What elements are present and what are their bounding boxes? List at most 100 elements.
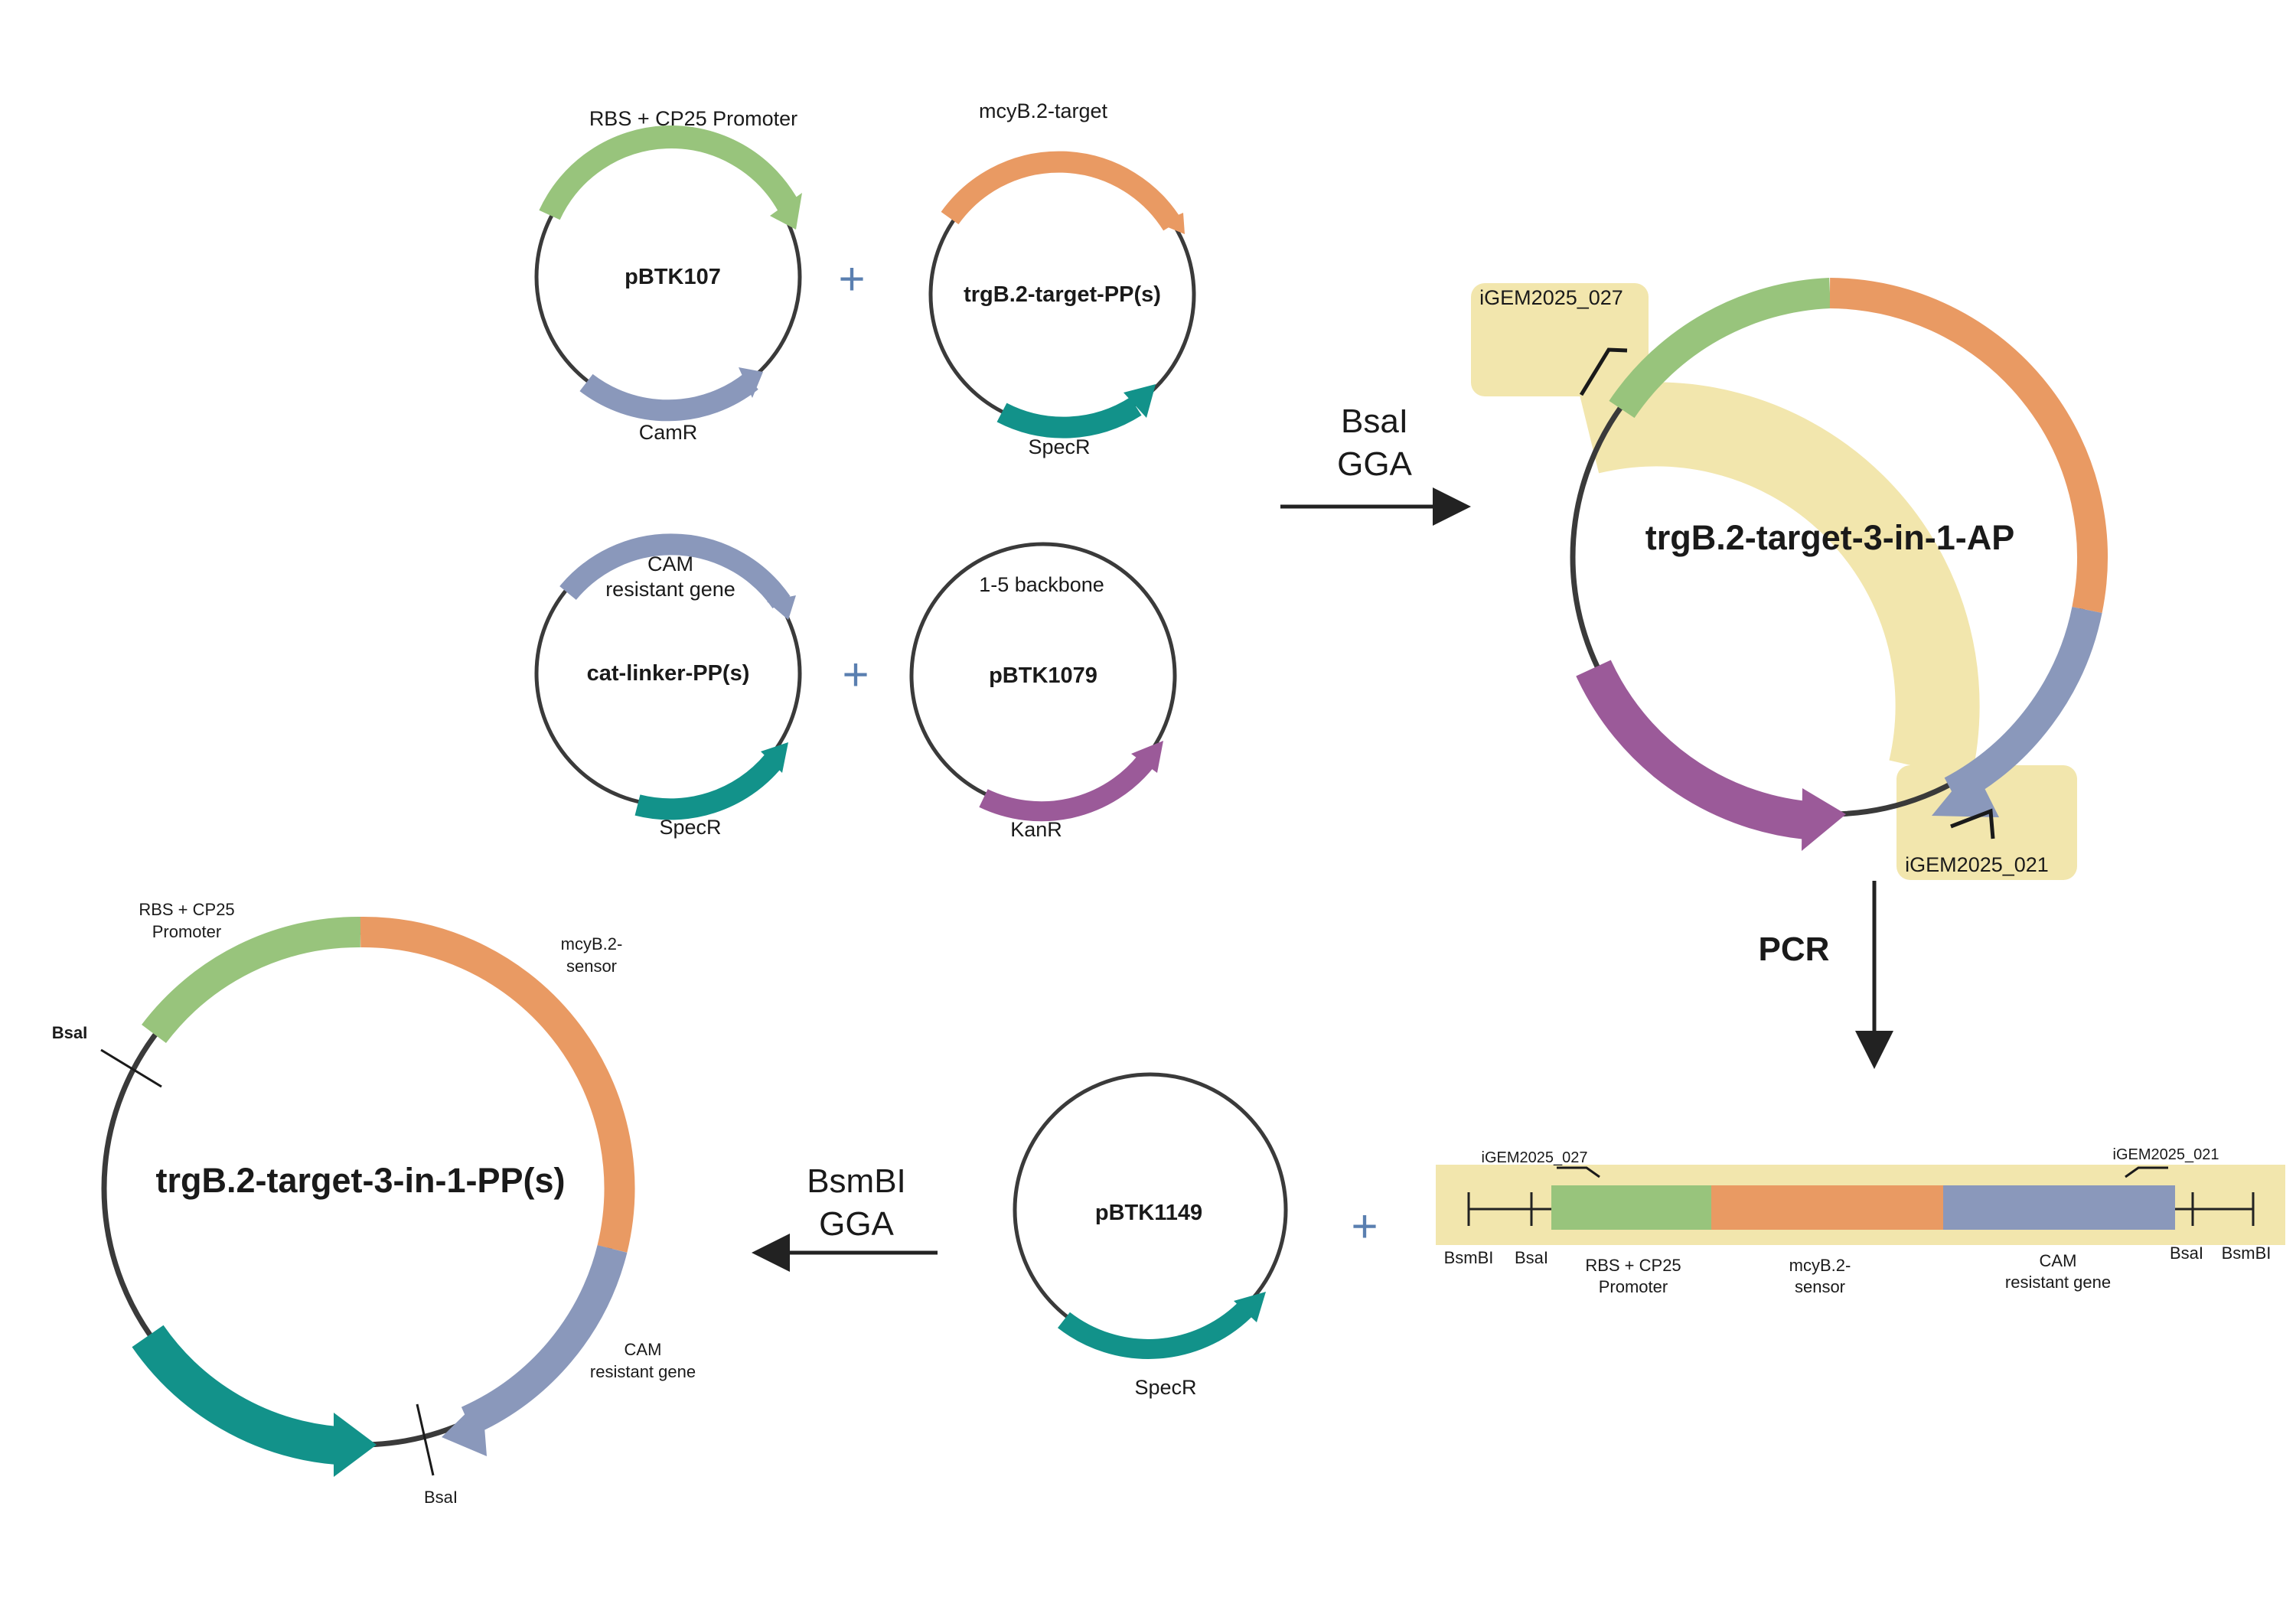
mcyb-sensor-block — [1711, 1185, 1943, 1230]
plasmid-cat-linker-pp: cat-linker-PP(s) CAM resistant gene Spec… — [534, 533, 802, 839]
arrowhead — [767, 595, 796, 620]
part-label: mcyB.2- — [1789, 1256, 1851, 1275]
plasmid-name: trgB.2-target-3-in-1-PP(s) — [155, 1161, 565, 1200]
plasmid-pbtk107: pBTK107 RBS + CP25 Promoter CamR — [534, 107, 802, 444]
plasmid-name: pBTK1079 — [989, 663, 1097, 688]
site-label: BsaI — [1515, 1248, 1548, 1267]
plasmid-name: pBTK107 — [625, 265, 721, 289]
step-method-label: GGA — [1337, 445, 1412, 483]
step-method-label: GGA — [819, 1205, 894, 1243]
plasmid-trgb-target-pp: trgB.2-target-PP(s) mcyB.2-target SpecR — [928, 99, 1196, 458]
arrowhead — [442, 1397, 487, 1456]
part-label: CAM — [625, 1340, 662, 1359]
part-label: RBS + CP25 — [139, 900, 234, 919]
bsai-site-top — [100, 1048, 162, 1088]
mcyb-sensor-segment — [360, 916, 635, 1253]
arrowhead — [1802, 788, 1846, 851]
plasmid-pbtk1149: pBTK1149 SpecR — [1013, 1072, 1288, 1399]
step-enzyme-label: BsmBI — [807, 1162, 906, 1200]
arrowhead — [770, 193, 802, 230]
step-bsmbi-gga: BsmBI GGA — [752, 1162, 938, 1272]
primer-fwd-label: iGEM2025_027 — [1479, 286, 1623, 309]
specr-arrow — [132, 1325, 339, 1465]
rbs-cp25-promoter-block — [1551, 1185, 1711, 1230]
part-label: resistant gene — [590, 1362, 696, 1381]
arrowhead — [1234, 1292, 1266, 1322]
primer-fwd-label: iGEM2025_027 — [1482, 1149, 1588, 1166]
part-label: mcyB.2-target — [979, 99, 1108, 122]
part-label: Promoter — [1599, 1277, 1668, 1296]
part-label: 1-5 backbone — [979, 573, 1104, 596]
linear-pcr-product: iGEM2025_027 iGEM2025_021 BsmBI BsaI Bsa… — [1436, 1146, 2285, 1296]
primer-fwd-label-box — [1471, 283, 1649, 396]
resistance-label: SpecR — [1134, 1376, 1196, 1399]
arrowhead — [739, 367, 763, 398]
part-label: RBS + CP25 Promoter — [589, 107, 797, 130]
plasmid-name: trgB.2-target-3-in-1-AP — [1645, 518, 2015, 557]
site-label: BsmBI — [1444, 1248, 1494, 1267]
primer-rev-label-box — [1896, 765, 2077, 880]
plasmid-name: pBTK1149 — [1095, 1201, 1202, 1225]
primer-fwd-arrow — [1557, 1166, 1600, 1178]
specr-arrow — [1058, 1299, 1256, 1359]
mcyb-target-arrow — [941, 151, 1182, 231]
part-label: resistant gene — [605, 578, 735, 601]
plus-sign: + — [1351, 1201, 1378, 1252]
step-enzyme-label: BsaI — [1341, 403, 1408, 440]
plasmid-trgb-target-3-in-1-pp: trgB.2-target-3-in-1-PP(s) RBS + CP25 Pr… — [52, 900, 696, 1507]
kanr-arrow — [1576, 660, 1808, 839]
part-label: RBS + CP25 — [1585, 1256, 1681, 1275]
arrowhead — [1159, 213, 1185, 234]
resistance-label: SpecR — [1028, 435, 1090, 458]
left-cut-sites — [1467, 1192, 1551, 1226]
part-label: sensor — [566, 957, 617, 976]
cam-resistant-gene-arrow — [461, 1245, 628, 1436]
cam-resistant-gene-block — [1943, 1185, 2175, 1230]
site-label: BsaI — [52, 1023, 87, 1042]
camr-arrow — [579, 372, 758, 422]
plasmid-pbtk1079: pBTK1079 1-5 backbone KanR — [909, 542, 1177, 841]
mcyb-sensor-segment — [1829, 278, 2108, 613]
step-pcr: PCR — [1759, 881, 1893, 1069]
part-label: resistant gene — [2005, 1273, 2111, 1292]
plus-sign: + — [842, 649, 869, 700]
part-label: CAM — [647, 553, 693, 575]
site-label: BsmBI — [2222, 1244, 2272, 1263]
plasmid-name: cat-linker-PP(s) — [587, 661, 750, 686]
arrowhead — [334, 1413, 377, 1477]
step-bsai-gga: BsaI GGA — [1280, 403, 1471, 526]
rbs-cp25-promoter-arrow — [539, 125, 799, 220]
resistance-label: SpecR — [659, 816, 721, 839]
site-label: BsaI — [424, 1488, 458, 1507]
part-label: mcyB.2- — [561, 934, 623, 953]
step-method-label: PCR — [1759, 931, 1830, 968]
primer-rev-label: iGEM2025_021 — [1905, 853, 2049, 876]
plasmid-name: trgB.2-target-PP(s) — [964, 282, 1161, 307]
arrowhead — [761, 742, 788, 773]
right-cut-sites — [2175, 1192, 2255, 1226]
arrowhead — [1131, 741, 1163, 773]
arrowhead — [1932, 765, 1999, 817]
cam-resistant-gene-arrow — [559, 533, 791, 609]
plasmid-trgb-target-3-in-1-ap: iGEM2025_027 iGEM2025_021 trgB.2-target-… — [1471, 278, 2108, 880]
bsai-site-bottom — [416, 1403, 435, 1476]
primer-rev-arrow — [1950, 808, 1995, 839]
primer-rev-arrow — [2125, 1166, 2168, 1178]
kanr-arrow — [979, 755, 1154, 822]
resistance-label: KanR — [1010, 818, 1062, 841]
primer-rev-label: iGEM2025_021 — [2113, 1146, 2219, 1163]
pcr-region-highlight — [1578, 382, 1980, 780]
arrowhead — [1124, 384, 1156, 418]
specr-arrow — [996, 397, 1142, 438]
cam-resistant-gene-arrow — [1944, 606, 2102, 805]
rbs-cp25-promoter-segment — [1609, 278, 1831, 419]
specr-arrow — [634, 754, 781, 820]
plus-sign: + — [838, 253, 865, 305]
primer-fwd-arrow — [1579, 347, 1628, 396]
rbs-cp25-promoter-segment — [142, 916, 361, 1044]
part-label: Promoter — [152, 922, 221, 941]
resistance-label: CamR — [639, 421, 698, 444]
part-label: sensor — [1795, 1277, 1845, 1296]
part-label: CAM — [2040, 1251, 2077, 1270]
